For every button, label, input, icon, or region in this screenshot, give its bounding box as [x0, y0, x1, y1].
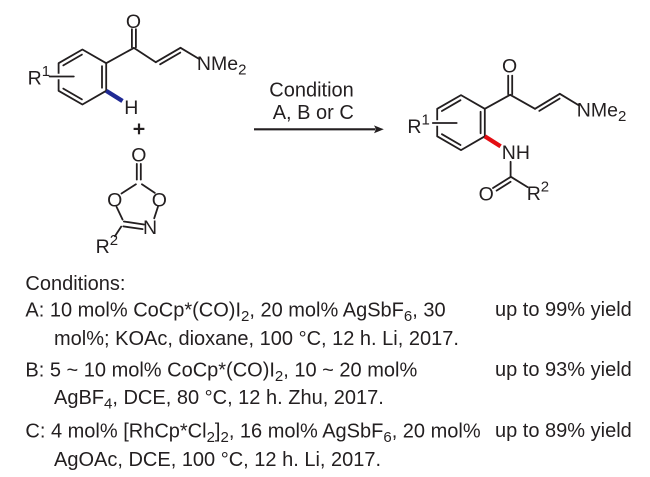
- svg-text:H: H: [124, 97, 138, 119]
- svg-text:AgOAc, DCE, 100 °C, 12 h. Li,: AgOAc, DCE, 100 °C, 12 h. Li, 2017.: [54, 449, 381, 471]
- svg-text:up to 93% yield: up to 93% yield: [495, 359, 632, 381]
- svg-text:R1: R1: [407, 112, 429, 138]
- svg-text:Condition: Condition: [269, 79, 354, 101]
- svg-text:R2: R2: [96, 232, 118, 258]
- svg-text:NMe2: NMe2: [577, 99, 627, 125]
- svg-text:R1: R1: [28, 63, 50, 89]
- svg-text:A, B or C: A, B or C: [273, 102, 354, 124]
- svg-text:N: N: [143, 217, 157, 239]
- svg-text:A: 10 mol% CoCp*(CO)I2, 20 mol: A: 10 mol% CoCp*(CO)I2, 20 mol% AgSbF6, …: [25, 300, 445, 326]
- svg-text:O: O: [131, 144, 146, 166]
- svg-text:O: O: [152, 189, 167, 211]
- svg-text:up to 89% yield: up to 89% yield: [495, 420, 632, 442]
- svg-text:up to 99% yield: up to 99% yield: [495, 299, 632, 321]
- svg-text:mol%; KOAc, dioxane, 100 °C, 1: mol%; KOAc, dioxane, 100 °C, 12 h. Li, 2…: [54, 328, 459, 350]
- svg-text:NH: NH: [502, 142, 530, 164]
- svg-text:Conditions:: Conditions:: [25, 273, 125, 295]
- svg-text:O: O: [107, 189, 122, 211]
- svg-text:O: O: [479, 183, 494, 205]
- svg-text:NMe2: NMe2: [197, 53, 247, 79]
- svg-text:O: O: [502, 55, 517, 77]
- svg-text:AgBF4, DCE, 80 °C, 12 h. Zhu,: AgBF4, DCE, 80 °C, 12 h. Zhu, 2017.: [54, 387, 384, 413]
- svg-text:B: 5 ~ 10 mol% CoCp*(CO)I2, 10: B: 5 ~ 10 mol% CoCp*(CO)I2, 10 ~ 20 mol%: [25, 360, 417, 386]
- svg-text:O: O: [126, 11, 141, 33]
- svg-text:R2: R2: [527, 179, 549, 205]
- svg-text:C: 4 mol% [RhCp*Cl2]2, 16 mol%: C: 4 mol% [RhCp*Cl2]2, 16 mol% AgSbF6, 2…: [25, 420, 480, 446]
